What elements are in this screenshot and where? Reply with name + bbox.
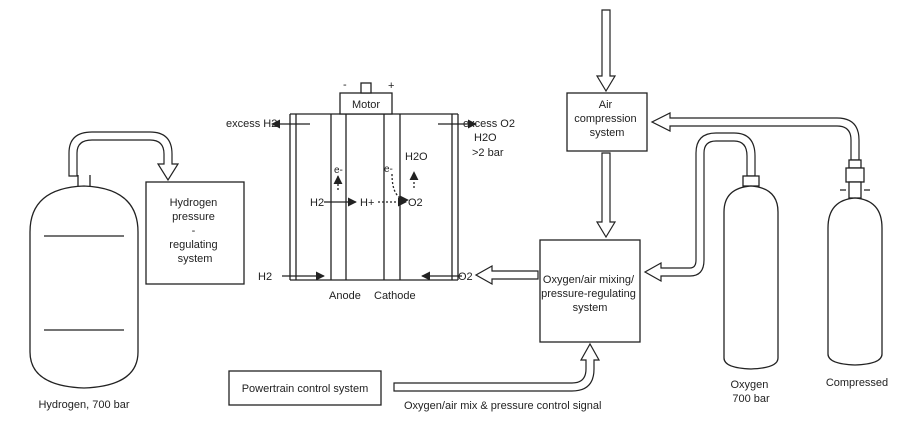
air-intake-arrow: [595, 9, 617, 93]
oxygen-tank-label: Oxygen 700 bar: [731, 379, 772, 405]
air-to-mixing-arrow: [595, 152, 617, 239]
powertrain-label: Powertrain control system: [242, 383, 369, 395]
compressed-air-tank: [827, 159, 883, 366]
oxygen-tank: [723, 175, 779, 370]
excess-o2-label: excess O2: [463, 118, 515, 130]
electron-down-arrow: [391, 173, 409, 205]
minus-terminal: -: [343, 79, 347, 91]
electron-left-label: e-: [334, 165, 343, 176]
hydrogen-regulating-label: Hydrogen pressure - regulating system: [169, 197, 220, 265]
mixing-system-label: Oxygen/air mixing/ pressure-regulating s…: [541, 274, 639, 314]
control-signal-label: Oxygen/air mix & pressure control signal: [404, 400, 601, 412]
o2-feed-label: O2: [458, 271, 473, 283]
motor-label: Motor: [352, 99, 380, 111]
h2-inner-label: H2: [310, 197, 324, 209]
control-signal-arrow: [393, 342, 601, 392]
cathode-label: Cathode: [374, 290, 416, 302]
compressed-tank-label: Compressed: [826, 377, 888, 389]
hplus-label: H+: [360, 197, 374, 209]
air-compression-label: Air compression system: [574, 99, 639, 139]
h2-inlet-label: H2: [258, 271, 272, 283]
compressed-air-pipe: [650, 112, 860, 161]
o2-feed-arrow: [474, 264, 539, 286]
o2-inner-label: O2: [408, 197, 423, 209]
hydrogen-tank: [29, 175, 139, 389]
hydrogen-feed-pipe: [68, 131, 180, 182]
h2o-out-label: H2O: [474, 132, 497, 144]
motor-terminal: [360, 82, 372, 94]
air-compression-system: [566, 92, 648, 152]
mixing-system: [539, 239, 641, 343]
hydrogen-tank-label: Hydrogen, 700 bar: [38, 399, 129, 411]
oxygen-feed-pipe: [643, 132, 756, 283]
powertrain-control-system: [228, 370, 382, 406]
electron-right-label: e-: [384, 164, 393, 175]
h2o-inner-label: H2O: [405, 151, 428, 163]
excess-h2-label: excess H2: [226, 118, 277, 130]
hydrogen-regulating-system: [145, 181, 245, 285]
anode-label: Anode: [329, 290, 361, 302]
pressure-note: >2 bar: [472, 147, 504, 159]
plus-terminal: +: [388, 80, 394, 92]
